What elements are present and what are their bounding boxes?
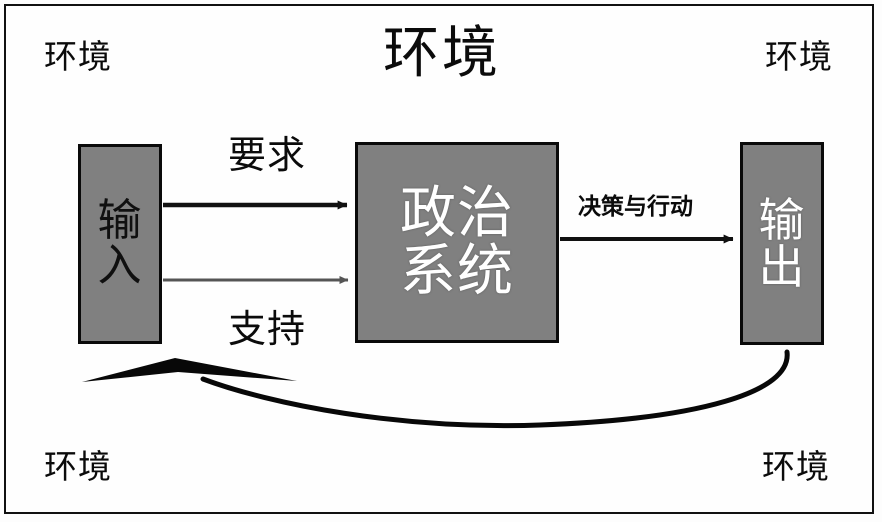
diagram-title: 环境 [383, 21, 501, 86]
flow-label-support: 支持 [228, 307, 307, 351]
flow-label-demand: 要求 [228, 133, 307, 177]
environment-label-bottom-left: 环境 [44, 447, 112, 486]
node-political-system-label: 政治 系统 [400, 181, 514, 304]
node-output[interactable]: 输 出 [740, 142, 824, 345]
flow-label-decision-and-action: 决策与行动 [578, 194, 693, 220]
environment-label-top-left: 环境 [44, 37, 112, 76]
environment-label-bottom-right: 环境 [762, 447, 830, 486]
node-input[interactable]: 输 入 [78, 144, 162, 344]
node-output-label: 输 出 [758, 192, 806, 294]
environment-label-top-right: 环境 [765, 37, 833, 76]
node-political-system[interactable]: 政治 系统 [355, 142, 559, 343]
node-input-label: 输 入 [97, 195, 143, 291]
